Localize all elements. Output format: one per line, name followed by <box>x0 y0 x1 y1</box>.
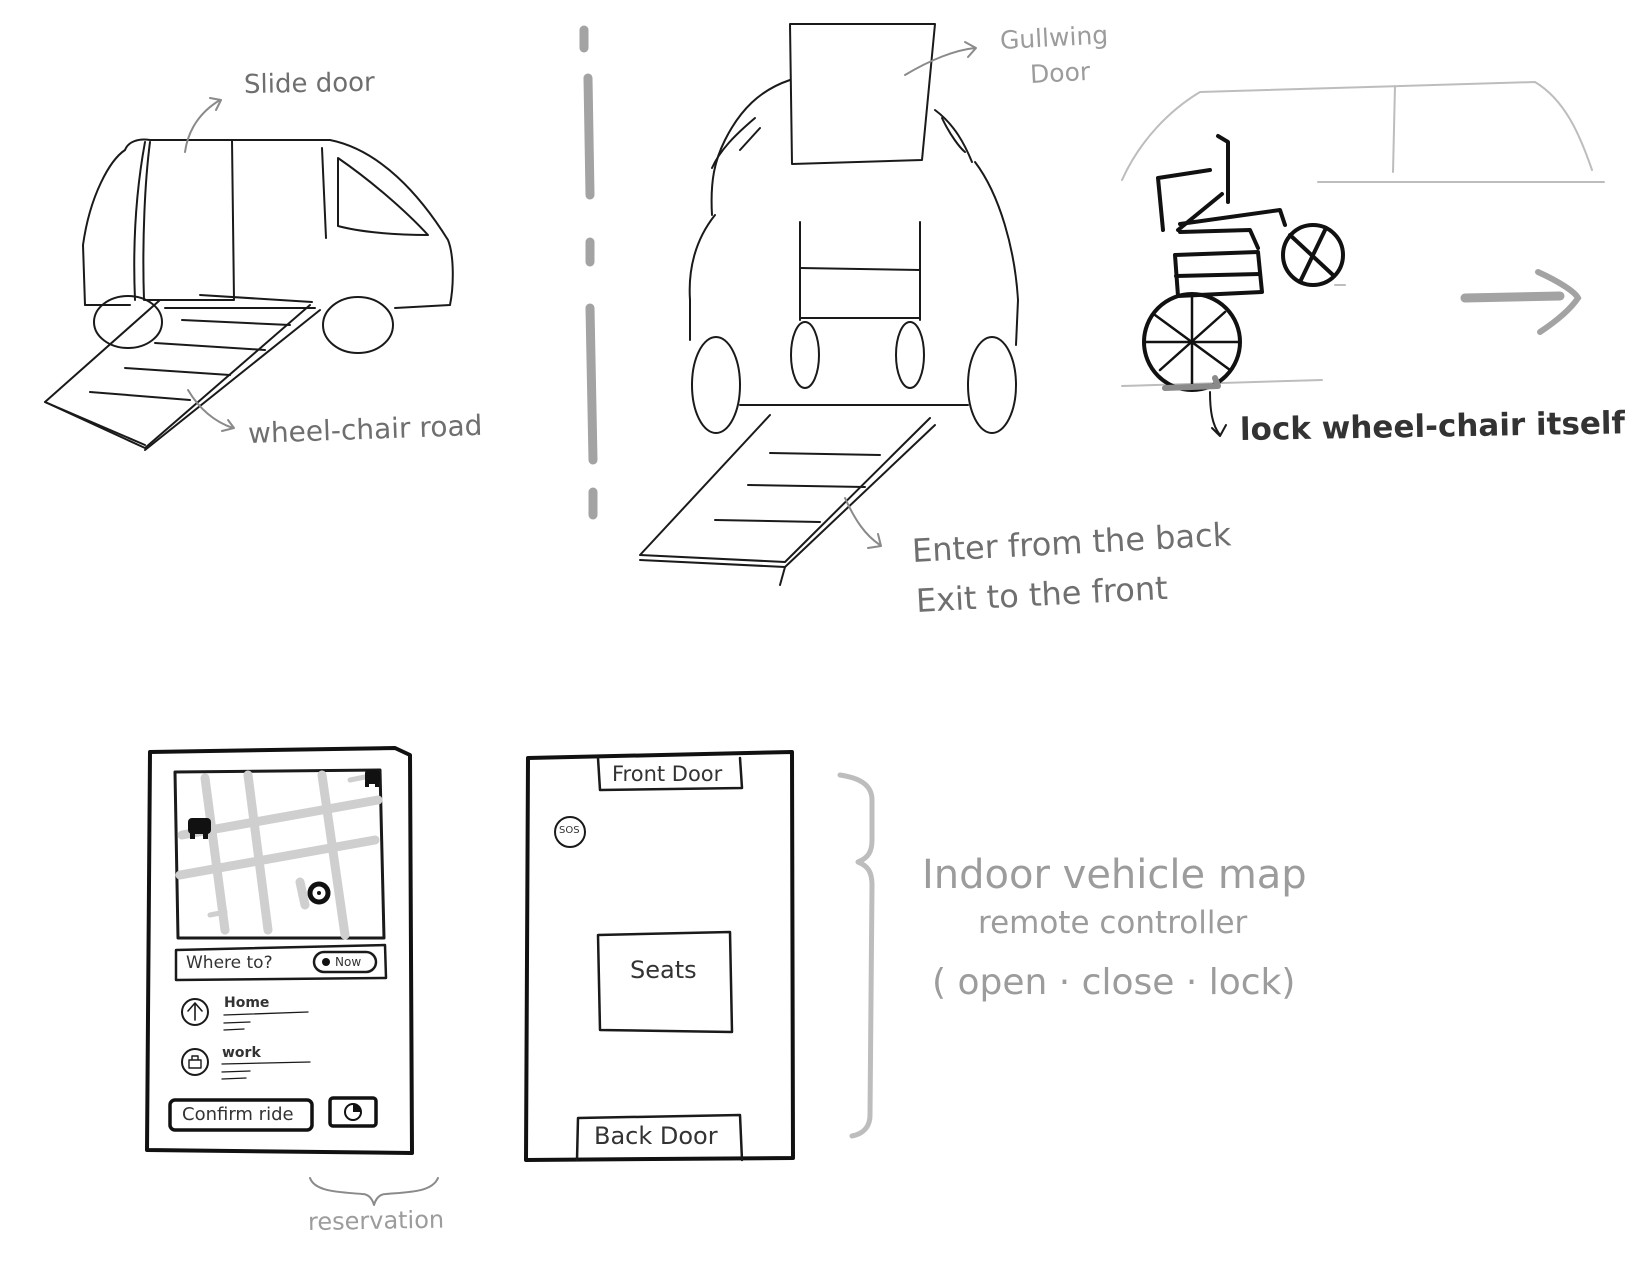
phone1-map-frame <box>173 768 386 940</box>
confirm-ride-button-frame <box>168 1098 314 1132</box>
van-front-wheel <box>93 295 163 349</box>
gullwing-label-line2: Door <box>1029 56 1091 89</box>
wheelchair-small-wheel <box>1281 223 1345 287</box>
destination-pin-icon <box>307 881 331 905</box>
lock-arrow <box>1209 391 1227 437</box>
phone2-frame <box>524 750 795 1162</box>
schedule-button-frame <box>328 1096 378 1128</box>
work-icon-circle <box>181 1048 209 1076</box>
van-outline-light <box>1121 81 1593 181</box>
rear-ramp <box>639 414 931 563</box>
van-roof-left <box>710 79 791 216</box>
gullwing-door <box>789 23 936 165</box>
reservation-caption: reservation <box>307 1205 445 1236</box>
back-door-button-frame <box>575 1113 744 1162</box>
enter-exit-arrow <box>844 497 882 549</box>
van-rear-wheel <box>322 296 394 354</box>
home-icon-circle <box>181 998 209 1026</box>
van-slide-door <box>144 139 235 301</box>
reservation-bracket <box>309 1177 439 1206</box>
van-rear-pillar <box>321 147 327 239</box>
slide-door-arrow <box>184 97 222 153</box>
front-door-button-frame <box>596 756 744 792</box>
now-time-chip[interactable]: Now <box>335 955 362 969</box>
description-line1: Indoor vehicle map <box>922 852 1307 898</box>
clock-icon <box>322 958 330 966</box>
wheelchair-lock-sketch <box>1121 81 1605 437</box>
van-side-sketch <box>44 97 454 451</box>
van-rear-body <box>688 161 1019 346</box>
wheelchair-seat <box>1173 250 1264 298</box>
front-door-button[interactable]: Front Door <box>612 762 723 786</box>
seats-block-frame <box>596 930 734 1034</box>
gullwing-arrow <box>904 41 977 76</box>
phone1-frame <box>145 746 414 1155</box>
van-rear-sketch <box>639 23 1019 586</box>
description-line3: ( open · close · lock) <box>932 962 1296 1003</box>
vehicle-marker-icon <box>188 818 211 839</box>
slide-door-label: Slide door <box>243 67 375 100</box>
description-brace <box>837 772 875 1139</box>
now-chip-frame <box>312 950 378 974</box>
ramp-label: wheel-chair road <box>247 408 483 450</box>
rear-wheel-left <box>691 336 741 434</box>
confirm-ride-button[interactable]: Confirm ride <box>182 1104 294 1125</box>
van-body-outline <box>82 138 454 309</box>
seats-block[interactable]: Seats <box>630 956 697 984</box>
where-to-input[interactable]: Where to? <box>186 953 273 973</box>
back-door-button[interactable]: Back Door <box>594 1122 718 1150</box>
phone-reservation-wireframe <box>145 746 439 1206</box>
wheelchair-frame <box>1156 134 1230 232</box>
where-to-input-frame <box>174 943 388 982</box>
rear-wheel-right <box>967 336 1017 434</box>
van-ramp <box>44 299 311 449</box>
van-roof-right <box>934 109 973 163</box>
sos-button[interactable]: SOS <box>559 825 580 836</box>
ramp-arrow <box>187 389 235 432</box>
phone-indoor-map-wireframe <box>524 750 795 1162</box>
briefcase-icon <box>188 1055 202 1069</box>
saved-place-work[interactable]: work <box>222 1045 261 1061</box>
motion-arrow <box>1460 291 1565 303</box>
sos-button-frame <box>554 816 586 848</box>
van-window <box>337 157 429 236</box>
van-front-hood <box>133 141 146 301</box>
schedule-clock-icon <box>344 1103 362 1121</box>
lock-wheelchair-note: lock wheel-chair itself <box>1239 405 1626 448</box>
dash-divider <box>579 25 598 520</box>
vehicle-marker-corner-icon <box>365 770 380 787</box>
saved-place-home[interactable]: Home <box>224 995 270 1011</box>
gullwing-label-line1: Gullwing <box>999 20 1109 55</box>
wheel-lock-shadow <box>1162 375 1221 391</box>
description-line2: remote controller <box>978 905 1248 941</box>
home-arrow-icon <box>187 1002 203 1021</box>
